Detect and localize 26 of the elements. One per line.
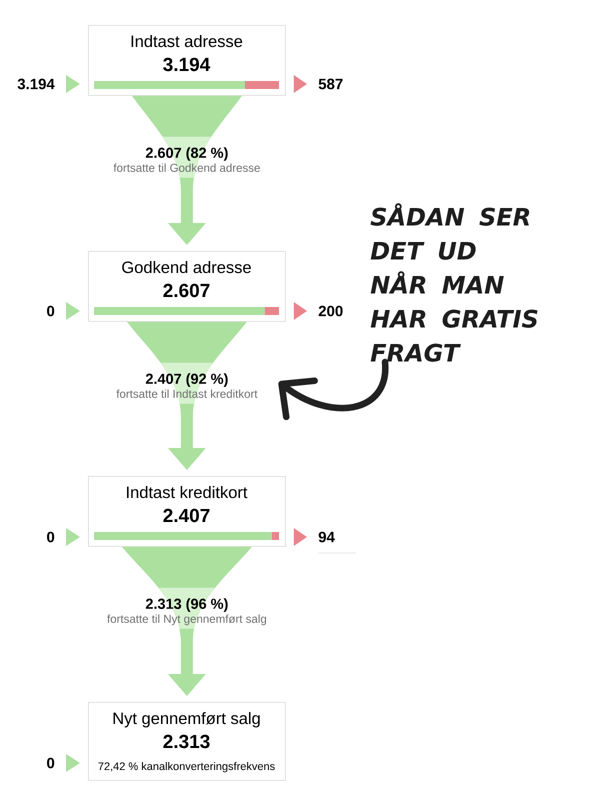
handwritten-note: SÅDAN SER DET UD NÅR MAN HAR GRATIS FRAGT [370,203,538,362]
flow-caption: fortsatte til Godkend adresse [114,163,260,172]
count-label: 0 [47,306,54,316]
edge-label: 2.607 (82 %) [146,147,228,161]
arrow [66,302,80,320]
funnel-arrow [132,96,242,245]
count-label: 3.194 [18,78,55,90]
funnel-arrow [122,546,252,696]
arrow [294,528,307,546]
count-label: 0 [47,532,54,542]
flow-caption: fortsatte til Indtast kreditkort [116,389,258,398]
edge-label: 2.313 (96 %) [146,598,228,612]
step-box: Nyt gennemført salg 2.313 72,42 % kanalkonverteringsfrekvens [88,702,286,781]
count-label: 0 [47,758,54,768]
count-label: 200 [318,306,343,316]
count-label: 587 [318,78,343,90]
curved-arrow [278,358,388,420]
funnel-arrow [126,322,247,470]
arrow [66,754,80,772]
arrow [294,302,307,320]
flow-caption: fortsatte til Nyt gennemført salg [107,614,266,626]
edge-label: 2.407 (92 %) [146,373,228,387]
arrow [66,528,80,546]
arrow [294,75,307,93]
count-label: 94 [318,532,335,542]
arrow [66,75,80,93]
